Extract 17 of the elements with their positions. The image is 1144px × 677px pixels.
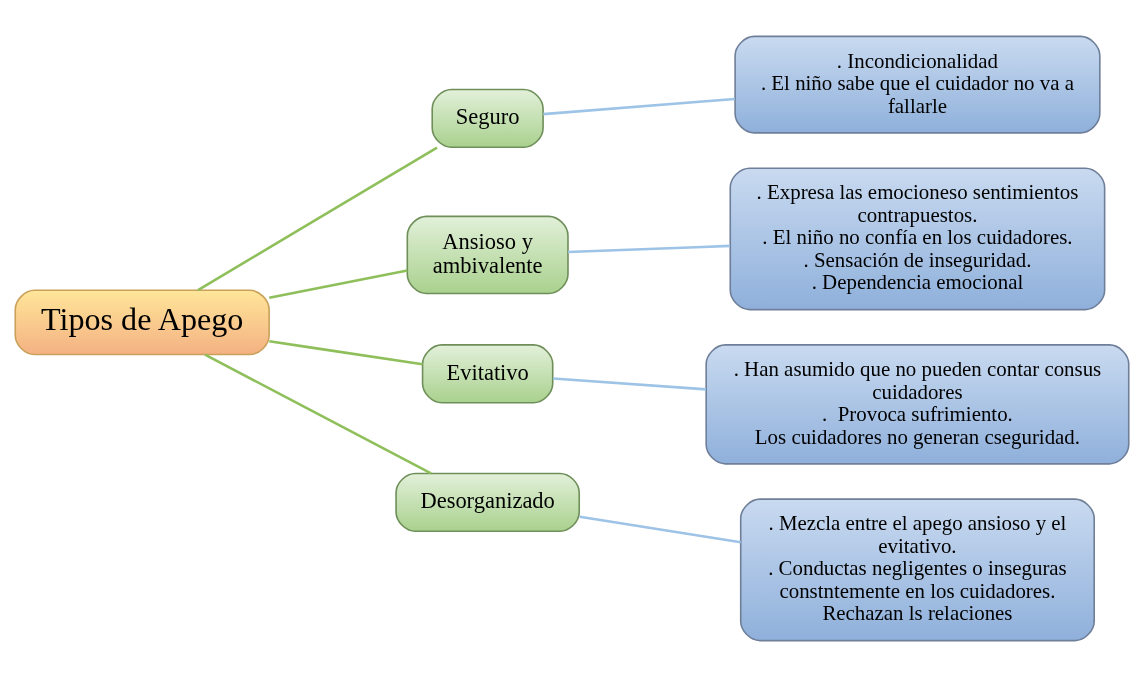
connector: [269, 340, 423, 366]
node-box: Tipos de Apego: [14, 289, 270, 356]
node-box: . Incondicionalidad . El niño sabe que el cuidador no va a fallarle: [734, 35, 1101, 134]
connector: [204, 353, 432, 475]
connector: [553, 377, 707, 391]
connector: [567, 244, 731, 254]
node-box: Desorganizado: [395, 472, 581, 533]
connector: [543, 97, 735, 116]
node-box: Ansioso y ambivalente: [406, 215, 569, 295]
connector: [579, 515, 741, 544]
node-box: Evitativo: [421, 344, 554, 404]
connector: [269, 269, 408, 299]
node-box: Seguro: [431, 88, 544, 149]
node-box: . Han asumido que no pueden contar consus cuidadores . Provoca sufrimiento. Los cuidadores no generan cseguridad.: [705, 344, 1130, 465]
connector: [197, 146, 438, 292]
node-box: . Expresa las emocioneso sentimientos contrapuestos. . El niño no confía en los cuidadores. . Sensación de inseguridad. . Dependencia emocional: [729, 167, 1106, 311]
node-box: . Mezcla entre el apego ansioso y el evitativo. . Conductas negligentes o inseguras constntemente en los cuidadores. Rechazan ls relaciones: [739, 498, 1095, 642]
